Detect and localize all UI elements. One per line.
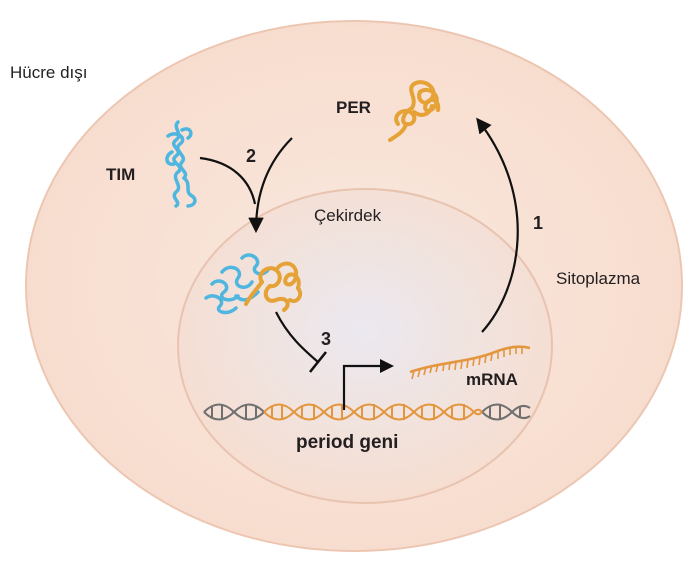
outside-cell-label: Hücre dışı bbox=[10, 63, 87, 82]
arrow-step-2-tim bbox=[199, 156, 257, 205]
arrow-step-1 bbox=[476, 117, 519, 333]
arrow-step-2 bbox=[248, 137, 293, 234]
step-3-label: 3 bbox=[321, 329, 331, 349]
mrna-label: mRNA bbox=[466, 370, 518, 389]
nucleus-label: Çekirdek bbox=[314, 206, 382, 225]
mrna-strand bbox=[409, 345, 531, 380]
cytoplasm-label: Sitoplazma bbox=[556, 269, 641, 288]
inhibition-step-3 bbox=[275, 311, 328, 373]
transcription-start-arrow bbox=[342, 359, 394, 410]
tim-protein bbox=[165, 120, 197, 208]
nucleus bbox=[177, 188, 553, 504]
per-tim-complex bbox=[204, 253, 303, 315]
per-protein bbox=[388, 80, 441, 142]
step-1-label: 1 bbox=[533, 213, 543, 233]
tim-label: TIM bbox=[106, 165, 135, 184]
step-2-label: 2 bbox=[246, 146, 256, 166]
period-gene-label: period geni bbox=[296, 432, 398, 453]
per-label: PER bbox=[336, 98, 371, 117]
dna-helix bbox=[203, 403, 531, 421]
